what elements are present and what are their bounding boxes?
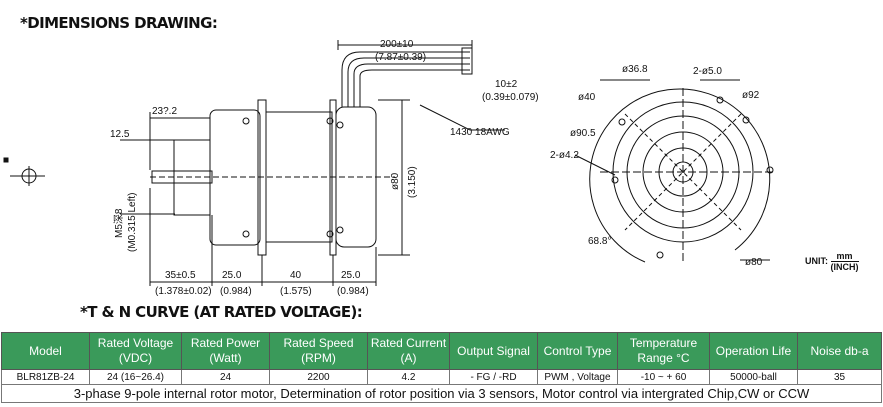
body-diameter-label: ø80 <box>390 172 401 190</box>
unit-inch: (INCH) <box>830 262 859 272</box>
unit-mm: mm <box>830 251 859 262</box>
cell-model: BLR81ZB-24 <box>1 369 90 385</box>
dim-40-inch-label: (1.575) <box>280 286 312 297</box>
motor-description-note: 3-phase 9-pole internal rotor motor, Det… <box>1 384 882 403</box>
header-rated-speed: Rated Speed (RPM) <box>269 332 368 370</box>
cell-operation-life: 50000-ball <box>709 369 798 385</box>
cell-temperature-range: -10 ~ + 60 <box>617 369 710 385</box>
header-model: Model <box>1 332 90 370</box>
table-row: BLR81ZB-24 24 (16~26.4) 24 2200 4.2 - FG… <box>1 369 882 385</box>
header-rated-voltage: Rated Voltage (VDC) <box>89 332 182 370</box>
header-output-signal: Output Signal <box>449 332 538 370</box>
header-rated-power: Rated Power (Watt) <box>181 332 270 370</box>
dim-25b-inch-label: (0.984) <box>337 286 369 297</box>
end-view-symbol <box>3 157 45 186</box>
cell-control-type: PWM , Voltage <box>537 369 618 385</box>
dimensions-drawing: 200±10 (7.87±0.39) 10±2 (0.39±0.079) 143… <box>3 39 775 297</box>
unit-label: UNIT: <box>805 255 828 266</box>
dim-40-label: 40 <box>290 270 302 281</box>
hole-5-0-label: 2-ø5.0 <box>693 66 722 77</box>
dim-35-inch-label: (1.378±0.02) <box>155 286 212 297</box>
dia-80-label: ø80 <box>745 257 763 268</box>
angle-label: 68.8° <box>588 236 611 247</box>
header-rated-current: Rated Current (A) <box>367 332 450 370</box>
thread-label: M5深8 <box>113 208 125 238</box>
cell-noise: 35 <box>797 369 882 385</box>
cable-length-inch-label: (7.87±0.39) <box>375 52 426 63</box>
body-diameter-inch-label: (3.150) <box>407 166 418 198</box>
strip-length-inch-label: (0.39±0.079) <box>482 92 539 103</box>
thread-inch-label: (M0.315 Left) <box>127 193 138 252</box>
dia-92-label: ø92 <box>742 90 760 101</box>
curve-heading: *T & N CURVE (AT RATED VOLTAGE): <box>80 303 363 321</box>
unit-fraction: mm (INCH) <box>830 251 859 272</box>
cable-length-label: 200±10 <box>380 39 414 50</box>
wire-gauge-label: 1430 18AWG <box>450 127 510 138</box>
cell-rated-speed: 2200 <box>269 369 368 385</box>
spec-header-row: Model Rated Voltage (VDC) Rated Power (W… <box>1 332 882 370</box>
shaft-diameter-label: 12.5 <box>110 129 130 140</box>
dimensions-heading: *DIMENSIONS DRAWING: <box>20 14 218 32</box>
unit-legend: UNIT: mm (INCH) <box>805 251 859 272</box>
cell-rated-voltage: 24 (16~26.4) <box>89 369 182 385</box>
dia-90-5-label: ø90.5 <box>570 128 596 139</box>
dim-35-label: 35±0.5 <box>165 270 196 281</box>
dia-36-8-label: ø36.8 <box>622 64 648 75</box>
hole-4-2-label: 2-ø4.2 <box>550 150 579 161</box>
dim-25a-label: 25.0 <box>222 270 242 281</box>
spec-table: Model Rated Voltage (VDC) Rated Power (W… <box>1 332 882 403</box>
shaft-length-label: 23?.2 <box>152 106 177 117</box>
dim-25b-label: 25.0 <box>341 270 361 281</box>
header-noise: Noise db-a <box>797 332 882 370</box>
strip-length-label: 10±2 <box>495 79 518 90</box>
dim-25a-inch-label: (0.984) <box>220 286 252 297</box>
header-operation-life: Operation Life <box>709 332 798 370</box>
cell-rated-power: 24 <box>181 369 270 385</box>
header-temperature-range: Temperature Range °C <box>617 332 710 370</box>
cell-rated-current: 4.2 <box>367 369 450 385</box>
motor-side-view <box>120 40 505 286</box>
header-control-type: Control Type <box>537 332 618 370</box>
cell-output-signal: - FG / -RD <box>449 369 538 385</box>
dia-40-label: ø40 <box>578 92 596 103</box>
motor-front-view <box>574 79 775 263</box>
note-row: 3-phase 9-pole internal rotor motor, Det… <box>1 384 882 403</box>
